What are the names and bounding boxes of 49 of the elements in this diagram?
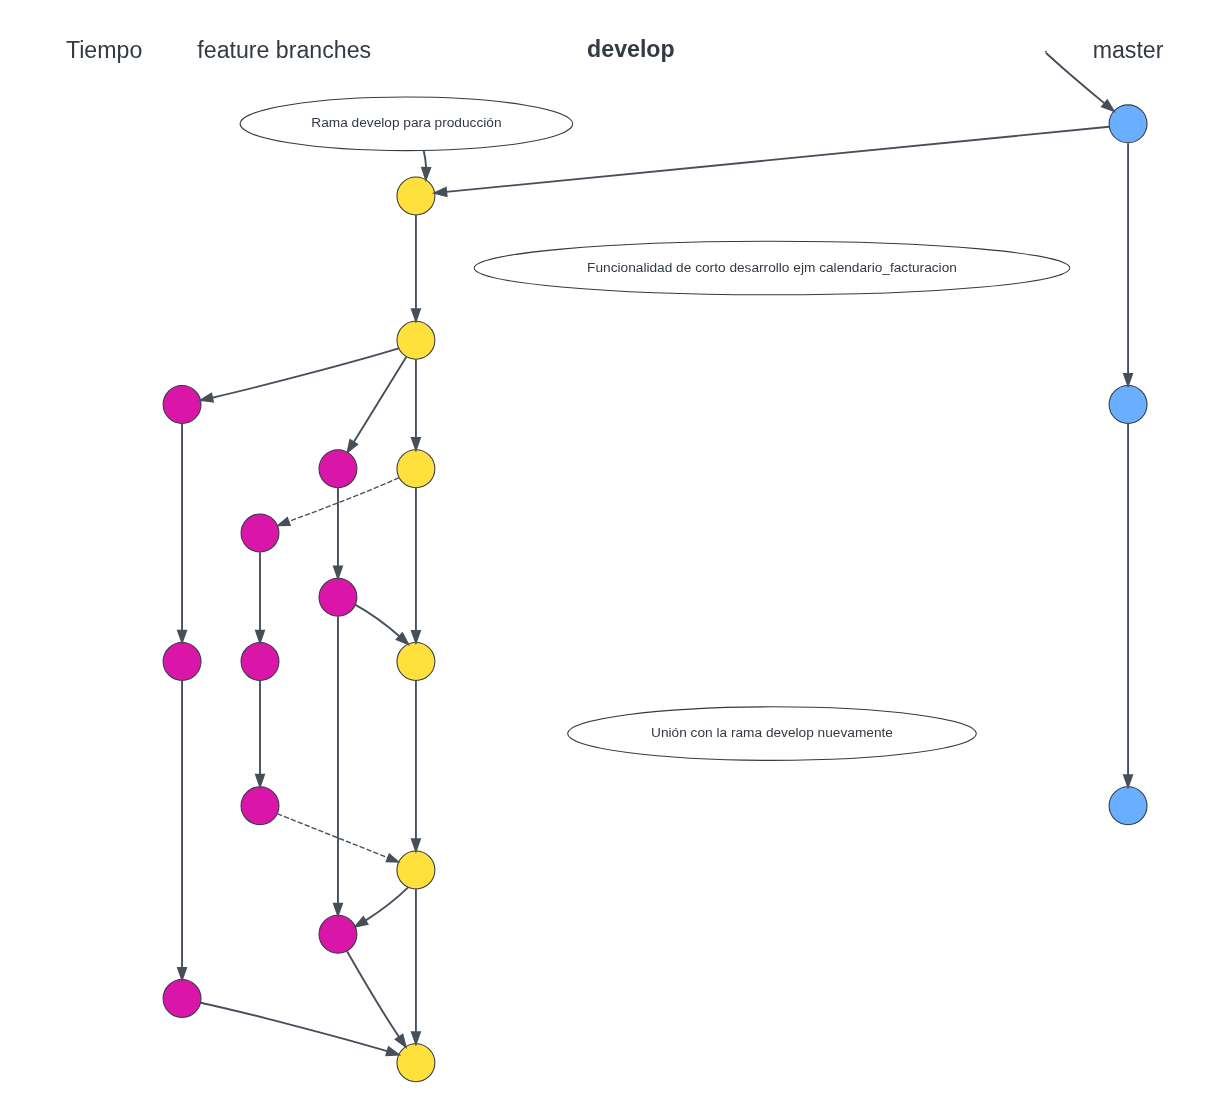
node-circle bbox=[1108, 384, 1148, 424]
arrow bbox=[254, 679, 266, 790]
node-circle bbox=[240, 513, 280, 553]
node-circle bbox=[162, 642, 202, 681]
node-circle bbox=[318, 914, 358, 954]
arrow bbox=[176, 422, 188, 646]
node-circle bbox=[396, 1043, 436, 1083]
label: develop bbox=[587, 35, 675, 62]
arrow bbox=[352, 886, 410, 929]
arrow bbox=[410, 358, 422, 453]
node-ellipse: Funcionalidad de corto desarrollo ejm calendario_facturacion bbox=[473, 240, 1071, 296]
node-circle bbox=[162, 384, 202, 424]
node-circle bbox=[162, 979, 202, 1018]
arrow bbox=[410, 486, 422, 646]
arrow bbox=[197, 347, 400, 403]
arrow bbox=[431, 125, 1110, 198]
node-circle bbox=[396, 320, 436, 360]
arrow bbox=[199, 1001, 402, 1057]
node-circle bbox=[1108, 786, 1148, 826]
arrow bbox=[410, 888, 422, 1047]
arrow bbox=[332, 615, 344, 919]
arrow bbox=[410, 679, 422, 854]
node-ellipse: Rama develop para producción bbox=[239, 96, 574, 152]
node-circle bbox=[396, 176, 436, 216]
node-circle bbox=[240, 786, 280, 826]
arrow bbox=[275, 476, 400, 527]
arrow bbox=[420, 149, 432, 183]
arrow bbox=[1122, 142, 1134, 389]
node-circle bbox=[1108, 104, 1148, 144]
arrow bbox=[346, 355, 408, 455]
label: feature branches bbox=[197, 36, 372, 63]
arrow bbox=[176, 679, 188, 983]
node-ellipse: Unión con la rama develop nuevamente bbox=[567, 706, 977, 761]
arrow bbox=[354, 604, 411, 647]
arrow bbox=[332, 486, 344, 581]
node-circle bbox=[240, 642, 280, 681]
label: Tiempo bbox=[65, 36, 143, 63]
node-circle bbox=[396, 850, 436, 890]
arrow bbox=[1045, 51, 1116, 113]
node-circle bbox=[318, 449, 358, 489]
arrow bbox=[1122, 422, 1134, 790]
label: master bbox=[1092, 36, 1164, 63]
arrow bbox=[254, 551, 266, 646]
arrow bbox=[346, 950, 408, 1050]
node-circle bbox=[396, 642, 436, 681]
node-circle bbox=[318, 577, 358, 617]
arrow bbox=[276, 813, 401, 863]
node-circle bbox=[396, 449, 436, 489]
arrow bbox=[410, 214, 422, 324]
